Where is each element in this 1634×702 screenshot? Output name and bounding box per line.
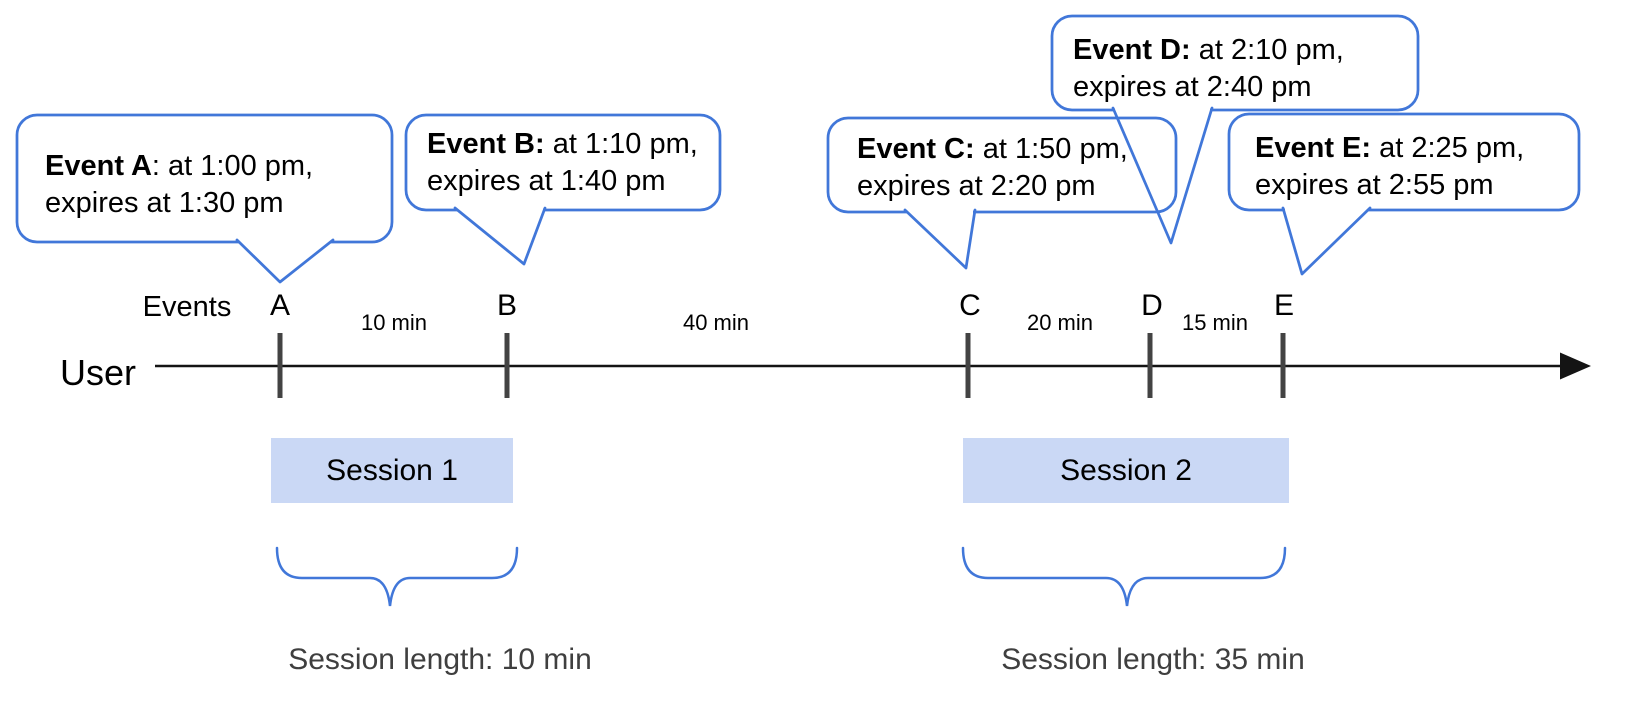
event-b-name: Event B:	[427, 128, 545, 160]
event-b-expiry: expires at 1:40 pm	[427, 165, 666, 197]
event-a-expiry: expires at 1:30 pm	[45, 187, 284, 219]
event-e-callout-shape	[1227, 112, 1581, 276]
timeline-arrow	[155, 352, 1591, 380]
event-c-name: Event C:	[857, 133, 975, 165]
session-1-brace	[275, 546, 519, 607]
gap-label-a-b: 10 min	[360, 310, 428, 335]
event-e-callout-text: Event E: at 2:25 pm, expires at 2:55 pm	[1255, 130, 1524, 204]
event-d-callout-text: Event D: at 2:10 pm, expires at 2:40 pm	[1073, 32, 1344, 106]
session-2-label: Session 2	[1060, 454, 1192, 487]
gap-label-d-e: 15 min	[1181, 310, 1249, 335]
session-2-box	[963, 438, 1289, 503]
event-d-expiry: expires at 2:40 pm	[1073, 71, 1312, 103]
event-e-time: at 2:25 pm,	[1371, 132, 1525, 164]
session-2-length-label: Session length: 35 min	[1001, 643, 1305, 676]
event-c-callout-shape	[826, 116, 1178, 270]
session-1-label: Session 1	[326, 454, 458, 487]
tick-c	[965, 333, 971, 398]
event-a-time: : at 1:00 pm,	[151, 150, 314, 182]
tick-d	[1147, 333, 1153, 398]
event-ticks	[277, 333, 1286, 398]
gap-label-b-c: 40 min	[682, 310, 750, 335]
session-1-box	[271, 438, 513, 503]
arrowhead-icon	[1560, 352, 1591, 380]
event-a-name: Event A	[45, 150, 152, 182]
event-b-time: at 1:10 pm,	[544, 128, 698, 160]
event-c-time: at 1:50 pm,	[974, 133, 1128, 165]
event-d-callout-shape	[1050, 14, 1420, 245]
event-a-callout-text: Event A: at 1:00 pm, expires at 1:30 pm	[45, 148, 313, 222]
event-e-expiry: expires at 2:55 pm	[1255, 169, 1494, 201]
session-1-length-label: Session length: 10 min	[288, 643, 592, 676]
event-d-name: Event D:	[1073, 34, 1191, 66]
event-e-name: Event E:	[1255, 132, 1372, 164]
event-c-expiry: expires at 2:20 pm	[857, 170, 1096, 202]
event-a-callout-shape	[15, 113, 394, 284]
tick-label-e: E	[1273, 289, 1294, 322]
events-row-label: Events	[142, 291, 232, 323]
session-2-brace	[961, 546, 1287, 607]
tick-e	[1280, 333, 1286, 398]
tick-label-c: C	[959, 289, 981, 322]
gap-label-c-d: 20 min	[1026, 310, 1094, 335]
tick-label-a: A	[269, 289, 290, 322]
tick-label-d: D	[1141, 289, 1163, 322]
tick-a	[277, 333, 283, 398]
tick-b	[504, 333, 510, 398]
event-b-callout-text: Event B: at 1:10 pm, expires at 1:40 pm	[427, 126, 698, 200]
user-row-label: User	[59, 352, 136, 393]
event-d-time: at 2:10 pm,	[1190, 34, 1344, 66]
tick-label-b: B	[496, 289, 517, 322]
event-c-callout-text: Event C: at 1:50 pm, expires at 2:20 pm	[857, 131, 1128, 205]
event-b-callout-shape	[404, 113, 722, 266]
